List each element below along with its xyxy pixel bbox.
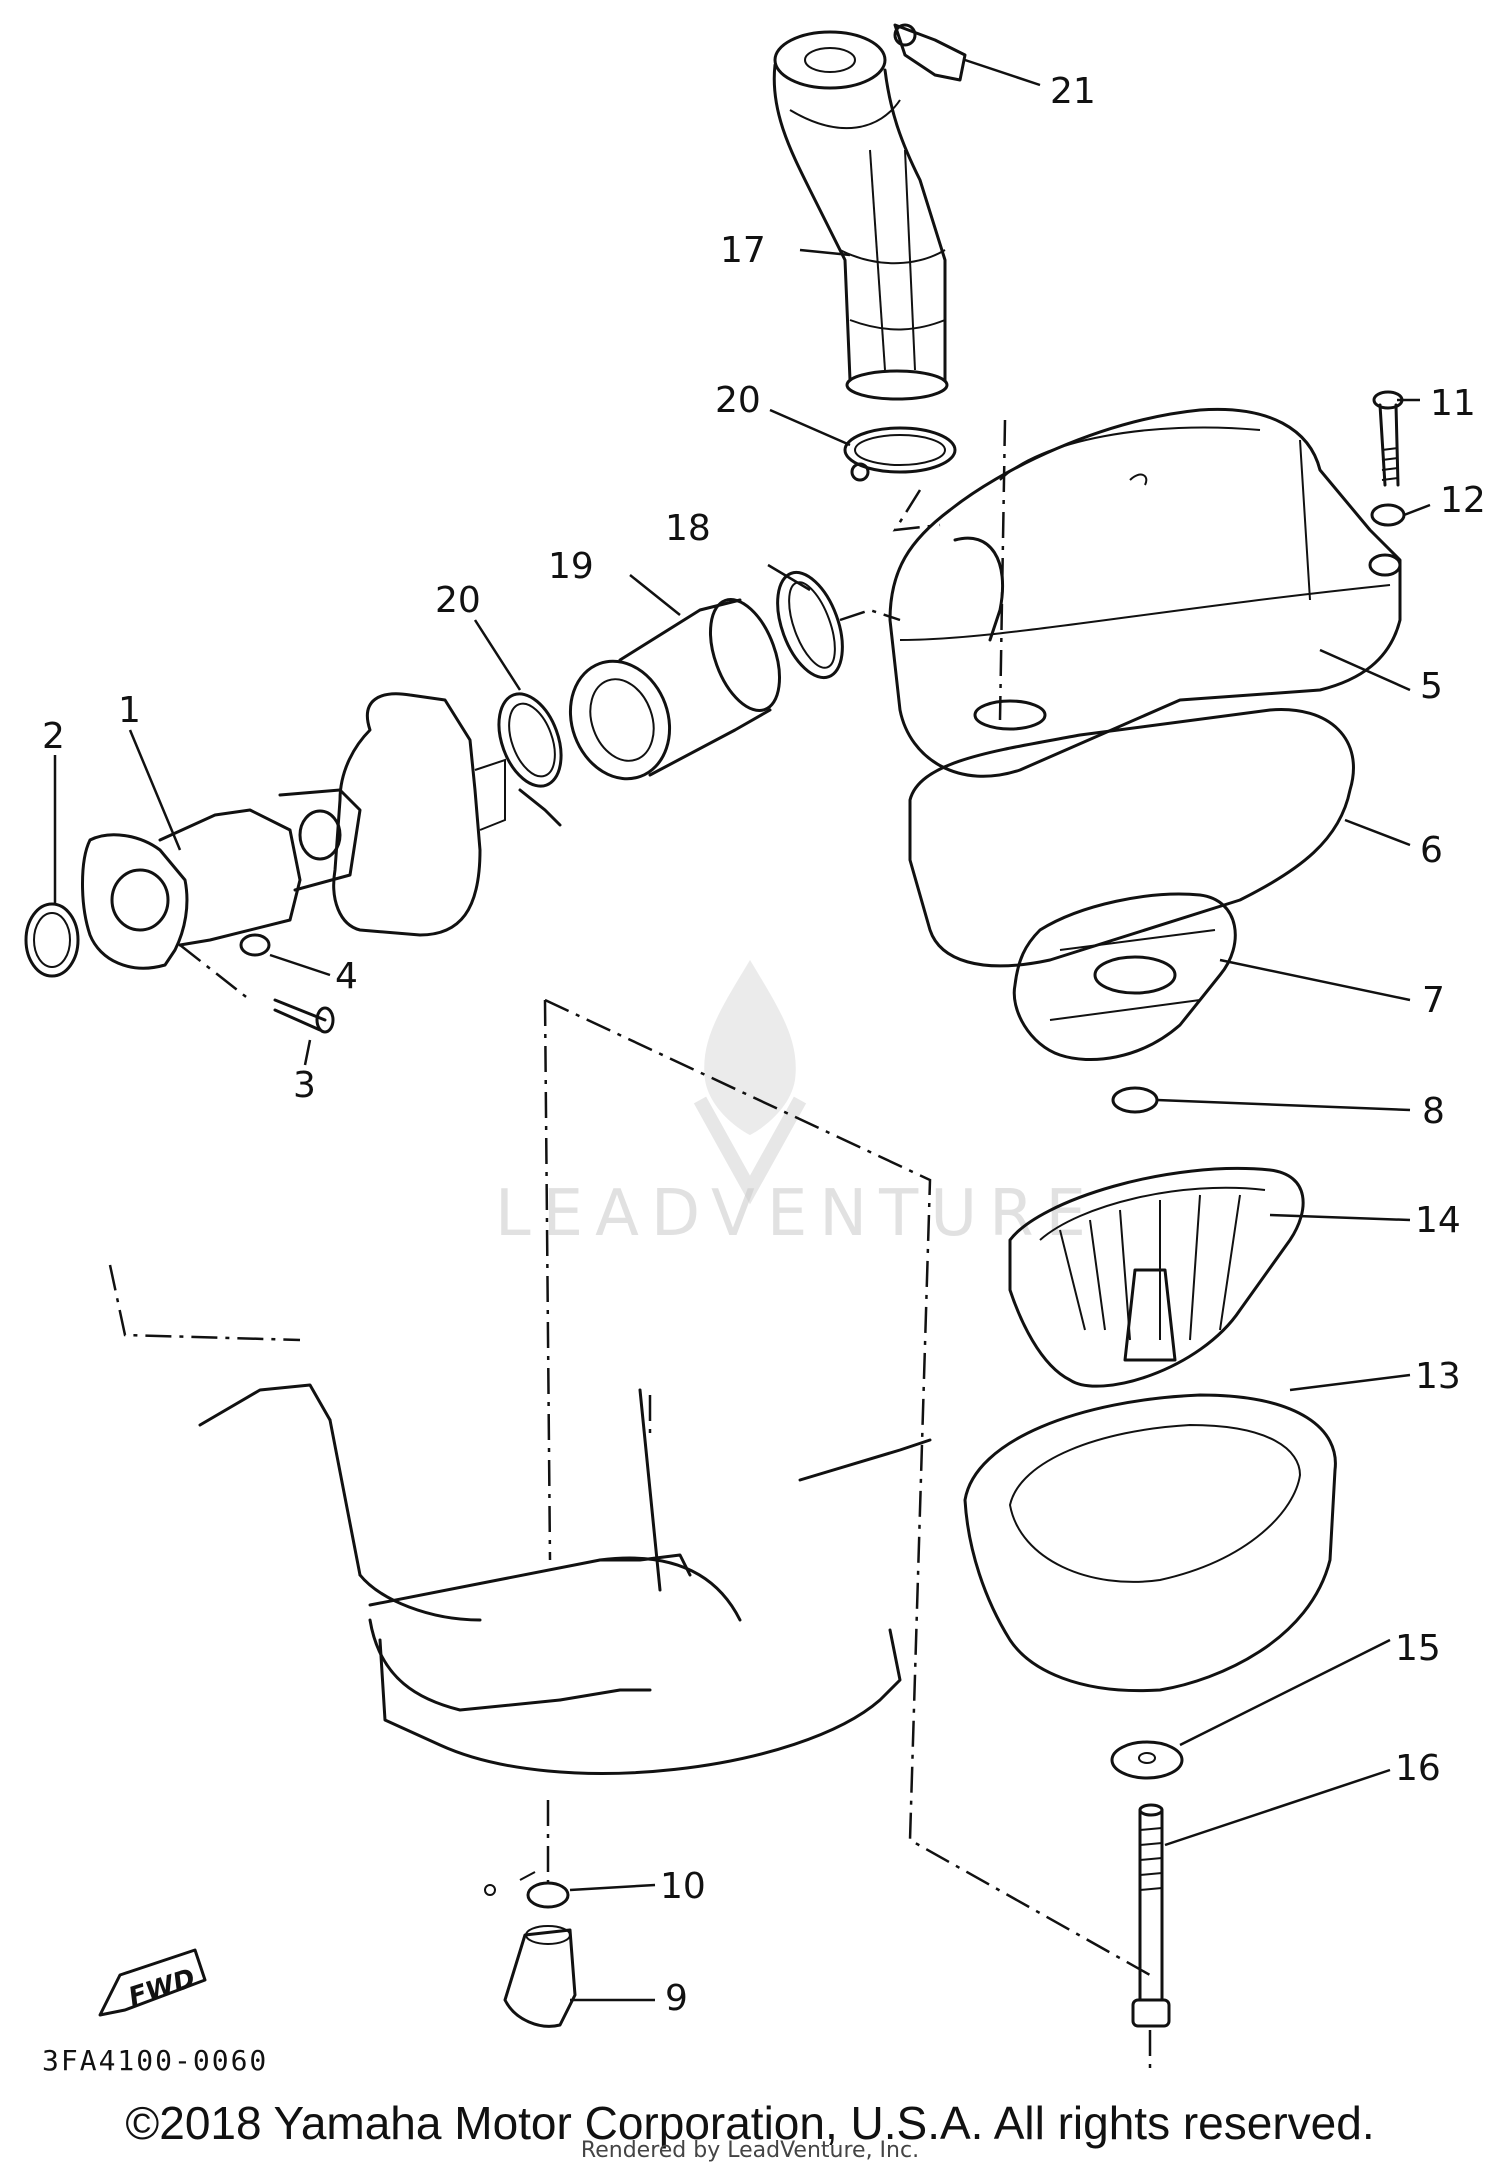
- watermark: LEADVENTURE: [495, 960, 1098, 1251]
- part-3-screw: [273, 998, 335, 1034]
- callout-2: 2: [42, 716, 65, 757]
- callout-7: 7: [1422, 980, 1445, 1021]
- callout-20-lower: 20: [435, 580, 481, 621]
- callout-14: 14: [1415, 1200, 1461, 1241]
- part-20-clamp-lower: [497, 692, 563, 827]
- guide-lines: [179, 419, 1152, 2070]
- part-17-intake-hose: [772, 30, 949, 401]
- part-16-bolt: [1131, 1803, 1171, 2028]
- part-7-filter-plate: [1012, 892, 1237, 1061]
- callout-6: 6: [1420, 830, 1443, 871]
- part-9-drain-hose: [503, 1925, 577, 2028]
- copyright-text: ©2018 Yamaha Motor Corporation, U.S.A. A…: [125, 2097, 1375, 2149]
- watermark-v-icon: [693, 1096, 807, 1205]
- part-15-washer: [1110, 1740, 1184, 1780]
- part-10-clip: [484, 1871, 570, 1909]
- part-14-element-guide: [1008, 1166, 1305, 1388]
- callout-1: 1: [118, 690, 141, 731]
- callout-5: 5: [1420, 666, 1443, 707]
- callout-11: 11: [1430, 383, 1476, 424]
- figure-code: 3FA4100-0060: [42, 2044, 268, 2077]
- callout-8: 8: [1422, 1091, 1445, 1132]
- part-5-air-cleaner-case: [888, 407, 1402, 778]
- frame-outline: [108, 1264, 932, 1775]
- callout-18: 18: [665, 508, 711, 549]
- part-4-nut: [239, 933, 271, 957]
- part-2-o-ring: [24, 902, 80, 978]
- callout-10: 10: [660, 1866, 706, 1907]
- callout-9: 9: [665, 1978, 688, 2019]
- part-1-carburetor-joint: [81, 788, 362, 970]
- callout-19: 19: [548, 546, 594, 587]
- watermark-flame-icon: [704, 960, 796, 1135]
- fwd-arrow: FWD: [98, 1948, 207, 2017]
- part-6-gasket: [908, 708, 1355, 968]
- part-13-element: [963, 1393, 1337, 1693]
- part-11-bolt: [1372, 390, 1404, 487]
- leader-lines: [53, 58, 1431, 2002]
- part-19-joint: [568, 598, 781, 781]
- watermark-text: LEADVENTURE: [495, 1177, 1098, 1251]
- callout-13: 13: [1415, 1356, 1461, 1397]
- callout-20-top: 20: [715, 380, 761, 421]
- callout-21: 21: [1050, 71, 1096, 112]
- part-12-washer: [1370, 503, 1406, 527]
- callout-17: 17: [720, 230, 766, 271]
- callout-labels: 21 17 20 11 12 18 19 20 5 1 2 6 4 7 3 8 …: [42, 71, 1486, 2019]
- part-20-clamp-top: [843, 426, 957, 482]
- callout-4: 4: [335, 956, 358, 997]
- part-21-fitting: [893, 23, 967, 82]
- rendered-by-text: Rendered by LeadVenture, Inc.: [580, 2138, 920, 2163]
- part-8-ring: [1111, 1086, 1159, 1114]
- callout-15: 15: [1395, 1628, 1441, 1669]
- callout-16: 16: [1395, 1748, 1441, 1789]
- callout-3: 3: [293, 1065, 316, 1106]
- callout-12: 12: [1440, 480, 1486, 521]
